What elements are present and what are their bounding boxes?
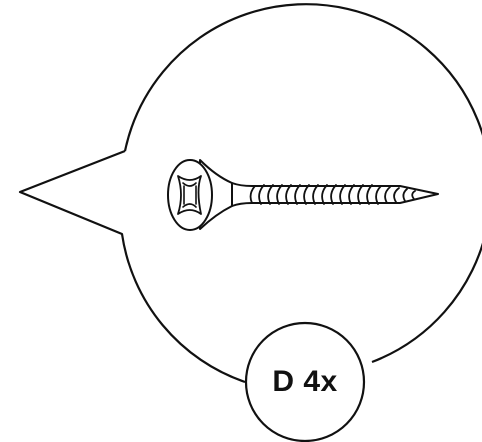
part-label: D 4x — [245, 322, 365, 442]
phillips-recess — [178, 176, 201, 214]
countersunk-phillips-screw-icon — [168, 160, 438, 230]
